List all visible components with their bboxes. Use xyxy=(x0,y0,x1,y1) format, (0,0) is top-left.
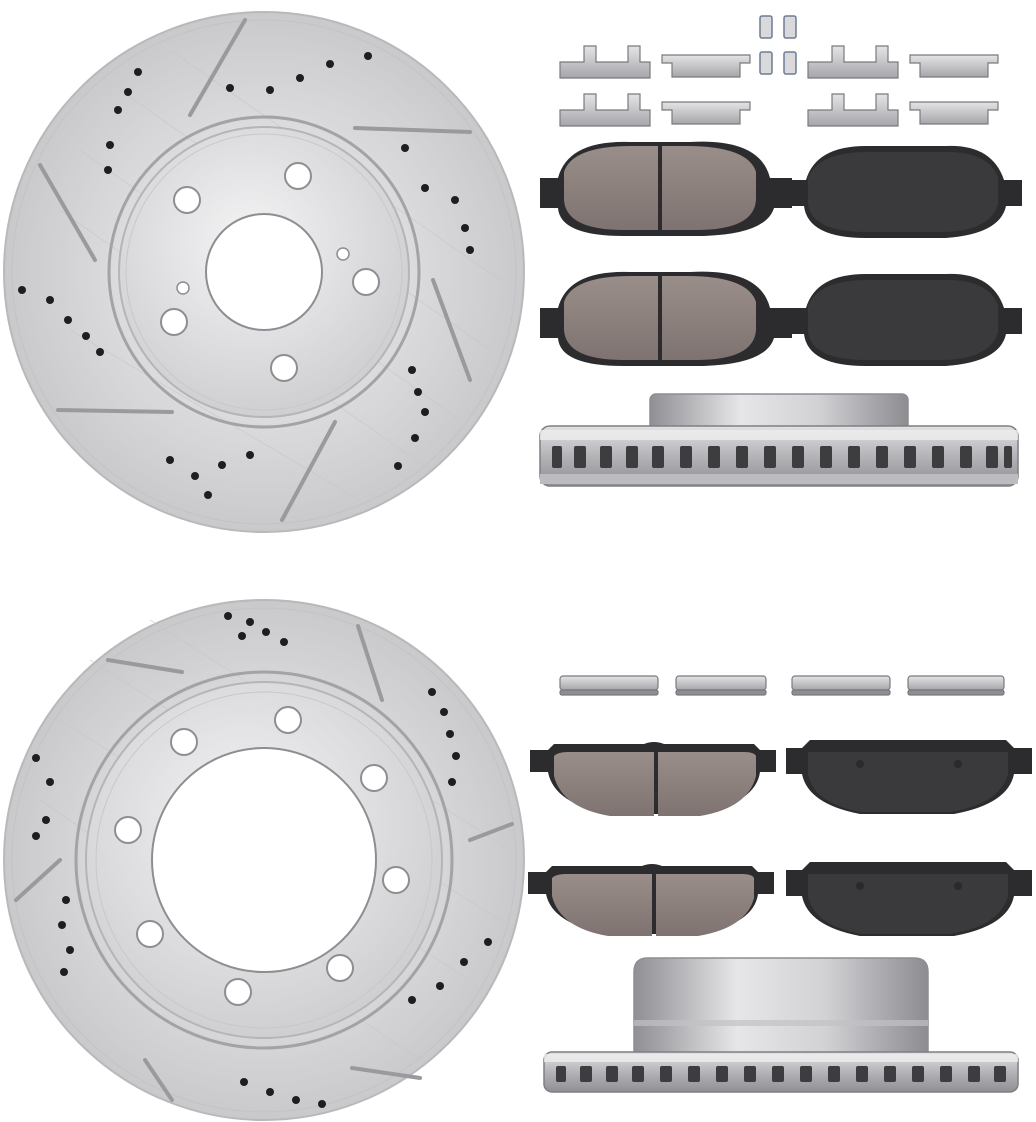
rotor-slots xyxy=(38,18,472,522)
brake-pad-icon xyxy=(786,740,1032,814)
caliper-abutment-clip-icon xyxy=(559,45,999,127)
front-rotor-side xyxy=(539,393,1019,487)
brake-pad-icon xyxy=(540,271,792,366)
rear-pads xyxy=(528,740,1032,936)
rotor-drill-holes xyxy=(32,612,492,1108)
rear-hardware xyxy=(559,675,1005,696)
front-rotor-face xyxy=(3,11,525,533)
rotor-slots xyxy=(14,624,514,1102)
rotor-vents xyxy=(556,1066,1006,1082)
rotor-vents xyxy=(552,446,1012,468)
brake-pad-icon xyxy=(530,742,776,816)
brake-pad-icon xyxy=(790,145,1022,238)
rear-rotor-face xyxy=(3,599,525,1121)
lug-holes xyxy=(114,706,410,1006)
brake-pad-icon xyxy=(528,864,774,936)
brake-pad-icon xyxy=(540,141,792,236)
lug-holes xyxy=(160,162,380,382)
rotor-drill-holes xyxy=(18,52,474,499)
spring-clip-icon xyxy=(759,15,797,75)
front-hardware xyxy=(559,15,999,127)
brake-pad-icon xyxy=(786,862,1032,936)
brake-pad-icon xyxy=(790,273,1022,366)
front-pads xyxy=(540,141,1022,366)
slide-pin-clip-icon xyxy=(559,675,1005,696)
rear-rotor-side xyxy=(543,957,1019,1093)
